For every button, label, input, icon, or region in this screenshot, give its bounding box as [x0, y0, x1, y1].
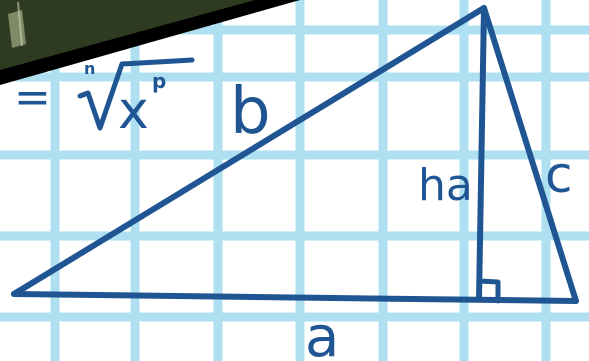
formula-root-index: n	[84, 59, 95, 78]
chalkboard-photo	[0, 0, 255, 70]
side-b-line	[11, 5, 487, 297]
right-angle-mark	[476, 278, 501, 304]
formula: = n x p	[14, 57, 195, 141]
label-side-c: c	[545, 146, 573, 204]
formula-equals: =	[14, 72, 51, 123]
side-a-line	[11, 291, 579, 304]
chalk-mark	[17, 1, 23, 47]
side-c-line	[481, 5, 579, 304]
label-height: ha	[418, 160, 473, 211]
formula-base: x	[118, 81, 149, 141]
label-side-b: b	[230, 75, 271, 149]
height-line	[476, 5, 487, 302]
radical-sign	[77, 57, 195, 131]
triangle	[11, 5, 579, 304]
formula-exponent: p	[152, 69, 166, 93]
label-side-a: a	[305, 305, 339, 361]
